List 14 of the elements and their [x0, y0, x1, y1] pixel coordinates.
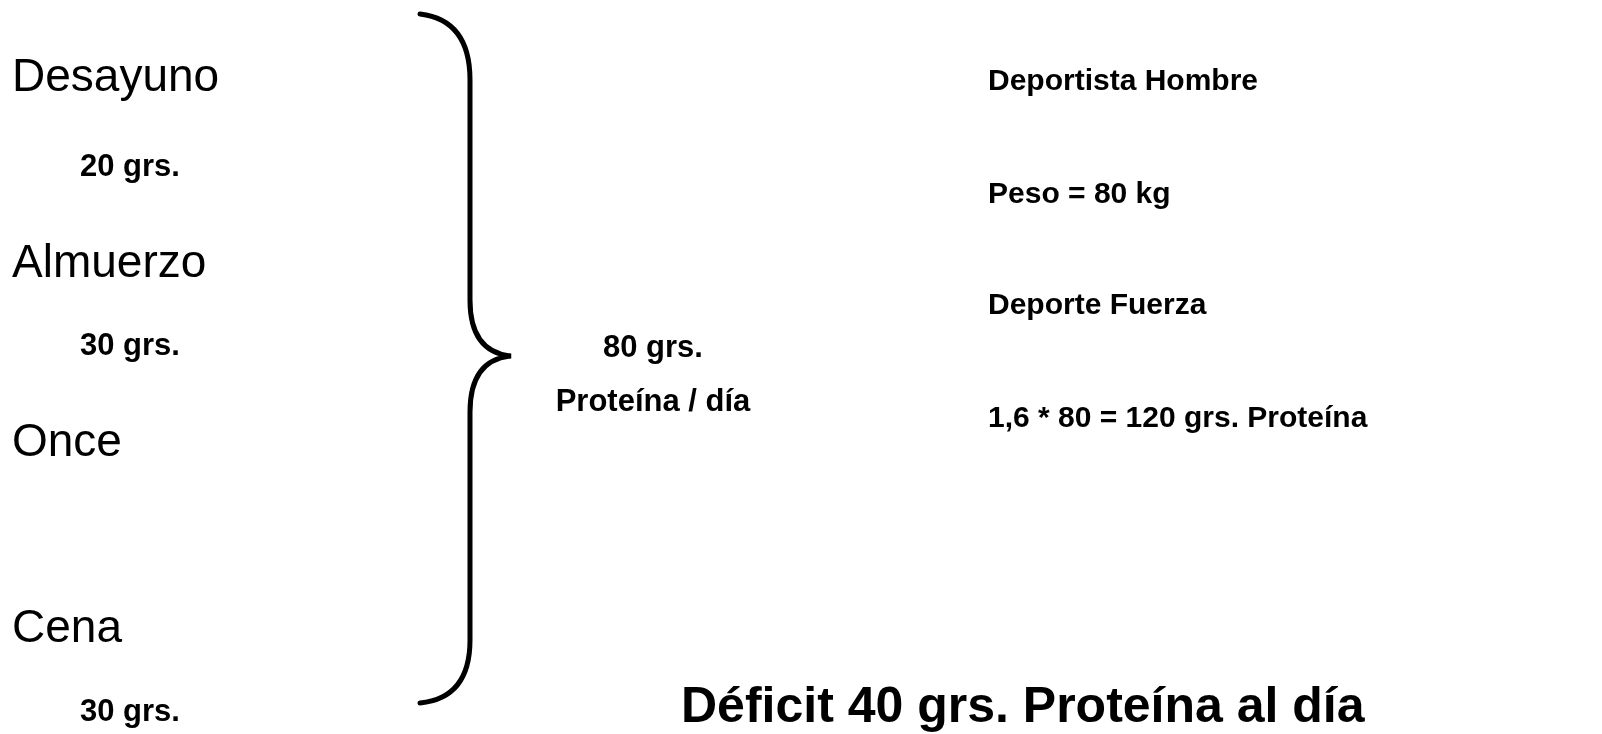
text-label: Proteína / día [554, 382, 752, 420]
text-label: 30 grs. [80, 326, 180, 364]
text-label: 80 grs. [602, 328, 704, 366]
text-label: Cena [12, 599, 122, 655]
text-label: 20 grs. [80, 147, 180, 185]
text-label: Deporte Fuerza [988, 286, 1207, 322]
text-label: Déficit 40 grs. Proteína al día [681, 676, 1365, 734]
text-label: Once [12, 413, 122, 469]
text-label: Desayuno [12, 48, 220, 104]
text-label: Deportista Hombre [988, 62, 1259, 98]
text-label: Almuerzo [12, 234, 207, 290]
text-label: Peso = 80 kg [988, 175, 1171, 211]
text-label: 30 grs. [80, 692, 180, 730]
text-label: 1,6 * 80 = 120 grs. Proteína [988, 399, 1368, 435]
